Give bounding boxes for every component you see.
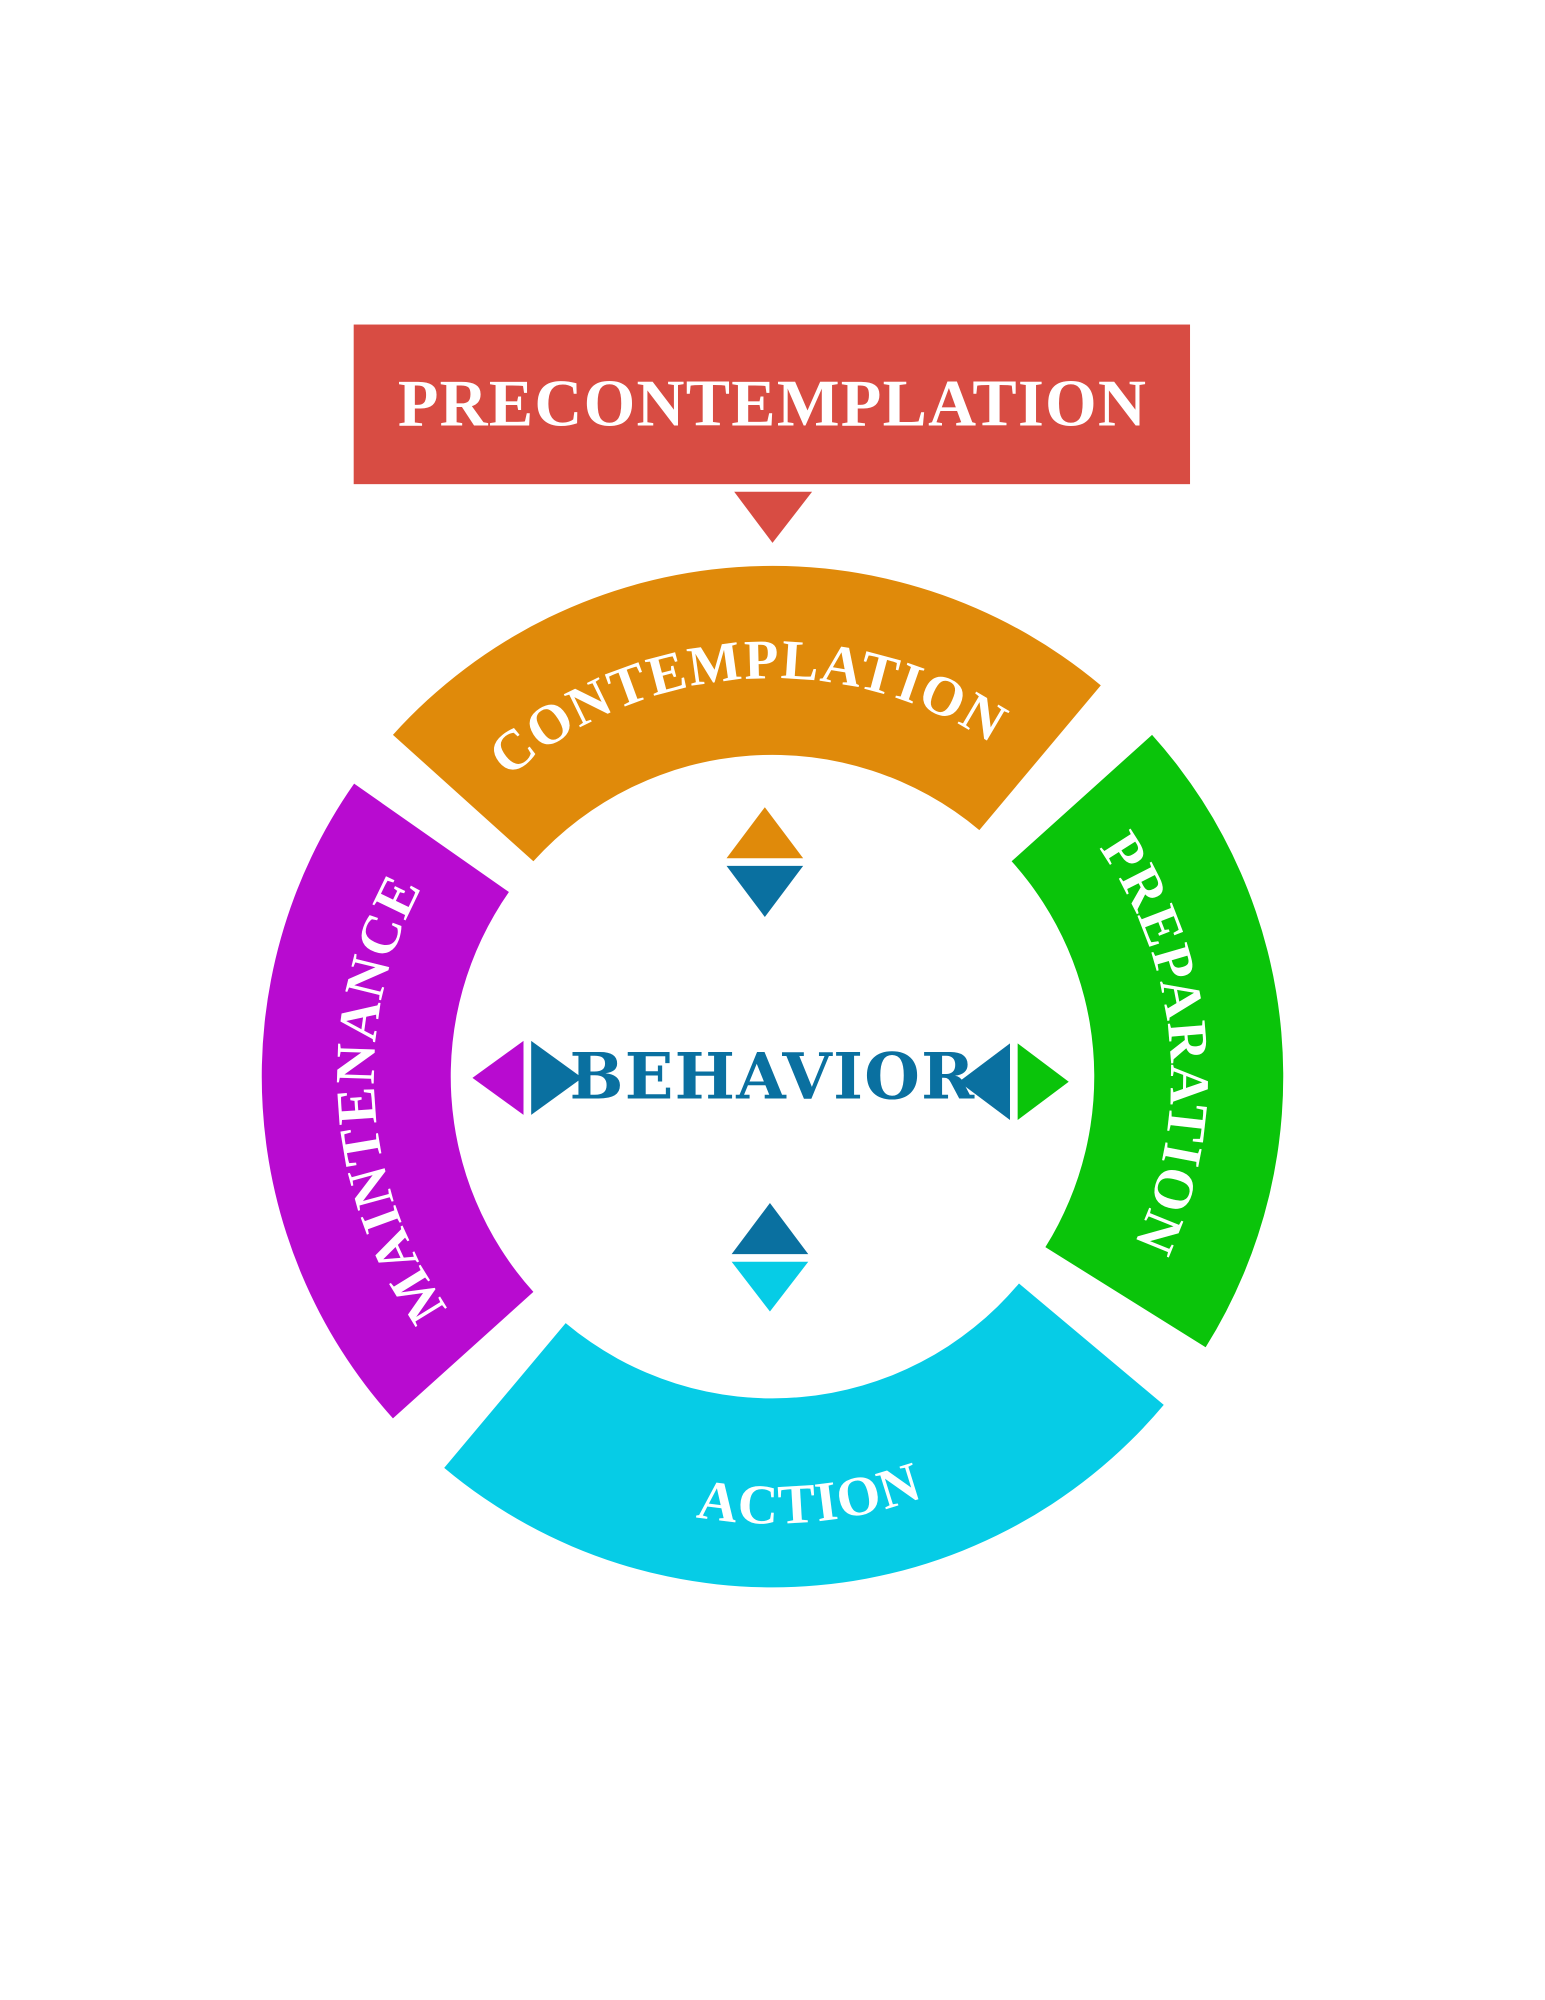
behavior-label: BEHAVIOR xyxy=(569,1039,975,1114)
precontemplation-label: PRECONTEMPLATION xyxy=(398,367,1147,440)
contemplation-segment xyxy=(392,565,1101,862)
arrow-down-icon xyxy=(734,491,813,543)
arrow-left-icon xyxy=(958,1043,1010,1121)
arrow-up-icon xyxy=(726,807,804,859)
arrow-up-icon xyxy=(731,1203,809,1255)
arrow-left-icon xyxy=(472,1040,524,1115)
arrow-down-icon xyxy=(726,865,804,918)
action-segment xyxy=(444,1283,1164,1588)
arrow-down-icon xyxy=(731,1261,809,1312)
arrow-right-icon xyxy=(1017,1043,1069,1121)
maintenance-segment xyxy=(261,783,534,1419)
preparation-segment xyxy=(1011,734,1284,1348)
precontemplation-box xyxy=(353,324,1191,485)
arrow-right-icon xyxy=(531,1040,583,1115)
